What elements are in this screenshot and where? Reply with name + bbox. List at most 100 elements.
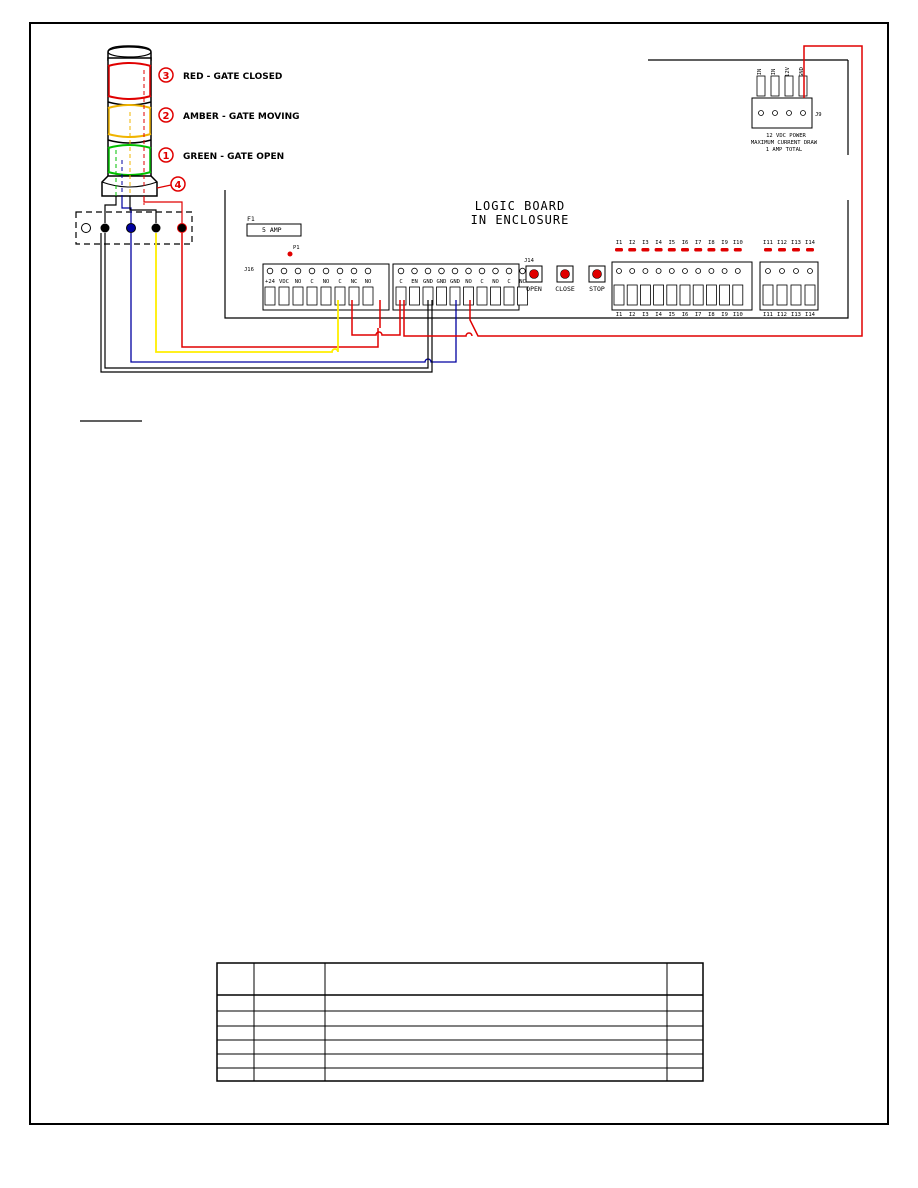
callout-green-label: GREEN - GATE OPEN: [183, 152, 284, 162]
field-wiring: [100, 45, 863, 373]
input-led-label: I12: [777, 240, 787, 246]
mid-screw-terminal: [409, 286, 420, 306]
input-pin-label: I2: [629, 312, 636, 318]
j14-label: J14: [524, 258, 535, 264]
j16-pin-hole: [322, 267, 330, 275]
input-led-label: I9: [721, 240, 728, 246]
j9-pin-hole: [758, 110, 764, 116]
tower-to-block-wires: [104, 196, 183, 223]
button-open[interactable]: OPEN: [525, 265, 543, 293]
input-led: [667, 248, 676, 252]
button-close-label: CLOSE: [555, 285, 575, 293]
mid-pin-label: C: [480, 279, 483, 285]
input-led-label: I8: [708, 240, 715, 246]
mid-pin-label: NC: [519, 279, 526, 285]
mid-pin-hole: [397, 267, 405, 275]
board-title-2: IN ENCLOSURE: [471, 213, 570, 227]
j9-pin-label: IN: [757, 69, 763, 76]
power-note-2: MAXIMUM CURRENT DRAW: [751, 140, 818, 146]
input-led-label: I10: [733, 240, 743, 246]
fuse-ref: F1: [247, 215, 255, 223]
j16-label: J16: [244, 267, 254, 273]
input-pin-hole: [765, 268, 771, 274]
light-tower: [101, 45, 158, 205]
j9-label: J9: [815, 112, 822, 118]
button-stop[interactable]: STOP: [588, 265, 606, 293]
input-led: [654, 248, 663, 252]
mid-pin-hole: [438, 267, 445, 275]
j16-pin-hole: [280, 267, 288, 275]
input-pin-label: I12: [777, 312, 787, 318]
input-pin-hole: [682, 268, 688, 274]
input-pin-label: I10: [733, 312, 743, 318]
input-screw-terminal: [653, 284, 664, 306]
input-led: [707, 248, 716, 252]
mid-screw-terminal: [463, 286, 474, 306]
j9-pin-label: IN: [771, 69, 777, 76]
mid-pin-label: C: [399, 279, 402, 285]
j16-pin-hole: [364, 267, 372, 275]
input-led: [764, 248, 772, 252]
j9-pin-hole: [786, 110, 792, 116]
callout-amber-label: AMBER - GATE MOVING: [183, 112, 300, 122]
j16-screw-terminal: [348, 286, 360, 306]
input-led: [720, 248, 729, 252]
input-pin-hole: [695, 268, 702, 274]
power-note-1: 12 VDC POWER: [766, 133, 806, 139]
input-pin-label: I3: [642, 312, 649, 318]
mid-pin-label: EN: [411, 279, 418, 285]
input-pin-hole: [779, 268, 785, 274]
input-pin-hole: [668, 268, 675, 274]
callout-red-label: RED - GATE CLOSED: [183, 72, 282, 82]
j16-screw-terminal: [278, 286, 290, 306]
mid-pin-hole: [424, 267, 432, 275]
input-led-label: I3: [642, 240, 649, 246]
input-pin-hole: [616, 268, 622, 274]
j16-pin-label: C: [310, 279, 313, 285]
p1-label: P1: [293, 245, 300, 251]
input-pin-hole: [642, 268, 649, 274]
j16-pin-hole: [308, 267, 316, 275]
input-screw-terminal: [719, 284, 730, 306]
j16-screw-terminal: [292, 286, 304, 306]
mid-pin-label: C: [507, 279, 510, 285]
button-close[interactable]: CLOSE: [555, 265, 575, 293]
j9-pin-label: GND: [799, 67, 805, 77]
callout-2-number: 2: [163, 111, 170, 122]
input-pin-hole: [655, 268, 662, 274]
input-pin-label: I7: [695, 312, 702, 318]
input-led-label: I4: [655, 240, 662, 246]
input-led: [778, 248, 786, 252]
j16-screw-terminal: [306, 286, 318, 306]
input-led: [733, 248, 742, 252]
input-led-label: I5: [668, 240, 675, 246]
mid-screw-terminal: [490, 286, 501, 306]
input-led-label: I1: [616, 240, 623, 246]
input-led: [681, 248, 689, 252]
input-pin-label: I14: [805, 312, 816, 318]
mid-pin-label: NO: [465, 279, 472, 285]
mid-pin-hole: [519, 267, 526, 275]
mid-pin-label: GND: [437, 279, 447, 285]
page-border: [29, 22, 889, 1125]
input-pin-hole: [734, 268, 741, 274]
j16-pin-label: NC: [351, 279, 358, 285]
j9-screw-terminal: [756, 75, 766, 97]
mid-pin-label: GND: [450, 279, 460, 285]
input-pin-hole: [708, 268, 715, 274]
j16-pin-label: NO: [323, 279, 330, 285]
fuse-box: [246, 223, 302, 237]
input-pin-label: I11: [763, 312, 773, 318]
mid-pin-hole: [465, 267, 472, 275]
tower-callouts: 3 RED - GATE CLOSED 2 AMBER - GATE MOVIN…: [156, 67, 300, 192]
j16-pin-hole: [266, 267, 274, 275]
mid-pin-label: GND: [423, 279, 433, 285]
button-open-label: OPEN: [526, 285, 542, 293]
power-note-3: 1 AMP TOTAL: [766, 147, 803, 153]
mid-screw-terminal: [503, 286, 515, 306]
input-led-label: I13: [791, 240, 801, 246]
mid-pin-label: NO: [492, 279, 499, 285]
mid-pin-hole: [478, 267, 486, 275]
